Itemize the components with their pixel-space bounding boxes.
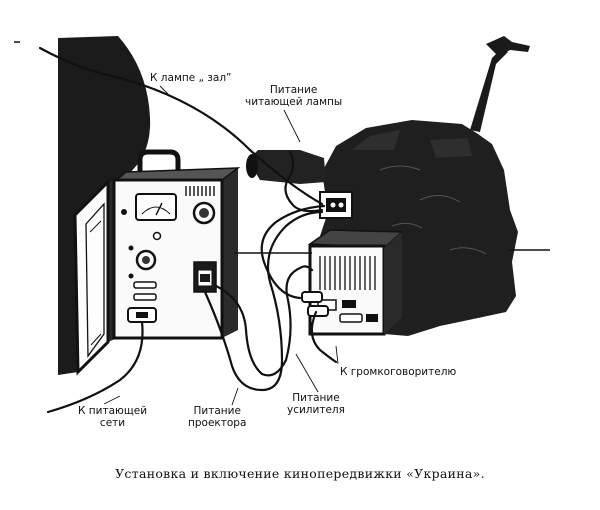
lens-barrel [248, 150, 326, 184]
cable-hall-lamp [38, 46, 324, 206]
label-reading-lamp: Питание читающей лампы [245, 84, 342, 108]
amplifier-unit [307, 229, 404, 336]
leader-lines [103, 85, 339, 406]
label-amplifier-line2: усилителя [287, 404, 345, 416]
label-projector-line1: Питание [193, 405, 241, 417]
floor-lines [234, 249, 550, 254]
cables [38, 46, 338, 414]
cable-loudspeaker [310, 310, 338, 364]
label-loudspeaker: К громкоговорителю [340, 366, 457, 378]
cable-amplifier [214, 265, 314, 377]
label-amplifier: Питание усилителя [287, 392, 345, 416]
label-projector-line2: проектора [188, 417, 247, 429]
label-amplifier-line1: Питание [292, 392, 340, 404]
figure-caption: Установка и включение кинопередвижки «Ук… [115, 466, 485, 481]
label-mains-line1: К питающей [78, 405, 148, 417]
amplifier-plugs [301, 291, 329, 317]
label-hall-lamp: К лампе „ зал” [150, 72, 232, 84]
label-mains-line2: сети [99, 417, 126, 429]
label-reading-lamp-line2: читающей лампы [245, 96, 343, 108]
label-projector: Питание проектора [188, 405, 246, 429]
cable-reading-lamp [284, 150, 324, 213]
power-unit [111, 149, 241, 340]
reel-spindle-icon [486, 36, 530, 56]
label-reading-lamp-line1: Питание [269, 84, 318, 96]
cable-projector [203, 210, 324, 392]
label-mains: К питающей сети [78, 405, 147, 429]
cable-mains [46, 320, 144, 414]
